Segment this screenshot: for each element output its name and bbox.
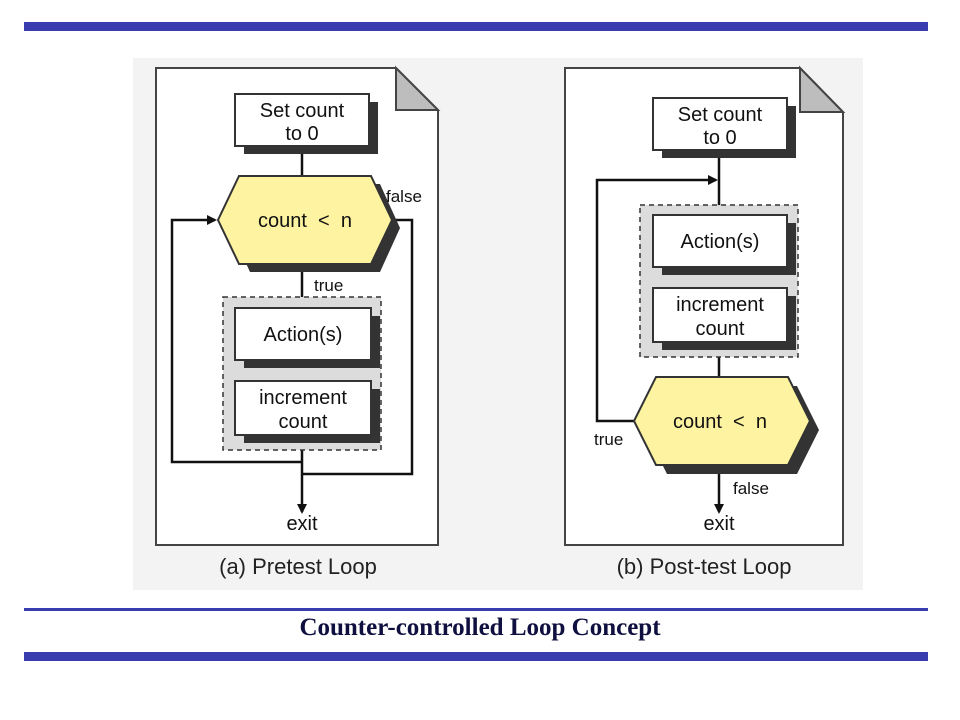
pretest-condition-hexagon (216, 175, 394, 265)
posttest-true-label: true (594, 430, 623, 449)
pretest-increment-line1: increment (259, 387, 347, 409)
pretest-page-fold (395, 65, 441, 111)
slide-caption: Counter-controlled Loop Concept (299, 614, 661, 641)
pretest-caption: (a) Pretest Loop (219, 554, 377, 579)
posttest-init-line2: to 0 (703, 127, 736, 149)
posttest-exit-label: exit (703, 513, 735, 535)
pretest-false-path (302, 218, 414, 476)
pretest-action-text: Action(s) (264, 324, 343, 346)
bottom-accent-bar (24, 652, 928, 661)
posttest-action-text: Action(s) (681, 231, 760, 253)
pretest-init-box (234, 93, 370, 147)
posttest-action-box (652, 214, 788, 268)
pretest-false-label: false (386, 187, 422, 206)
pretest-loop-diagram: Set count to 0 count < n false true Acti… (155, 65, 441, 579)
posttest-loop-diagram: Set count to 0 Action(s) increment count… (564, 65, 846, 579)
posttest-false-label: false (733, 479, 769, 498)
posttest-page-fold (799, 65, 846, 113)
caption-top-rule (24, 608, 928, 611)
posttest-caption: (b) Post-test Loop (617, 554, 792, 579)
posttest-increment-line2: count (696, 318, 745, 340)
pretest-loop-back-arrow (170, 215, 302, 464)
pretest-init-line2: to 0 (285, 123, 318, 145)
pretest-condition-text: count < n (258, 210, 352, 232)
top-accent-bar (24, 22, 928, 31)
posttest-loop-back-arrow (595, 175, 718, 423)
posttest-init-line1: Set count (678, 104, 763, 126)
posttest-init-box (652, 97, 788, 151)
pretest-increment-line2: count (279, 411, 328, 433)
pretest-init-line1: Set count (260, 100, 345, 122)
posttest-increment-line1: increment (676, 294, 764, 316)
pretest-exit-label: exit (286, 513, 318, 535)
posttest-increment-box (652, 287, 788, 343)
pretest-true-label: true (314, 276, 343, 295)
posttest-condition-hexagon (632, 376, 812, 466)
pretest-increment-box (234, 380, 372, 436)
pretest-action-box (234, 307, 372, 361)
posttest-condition-text: count < n (673, 411, 767, 433)
